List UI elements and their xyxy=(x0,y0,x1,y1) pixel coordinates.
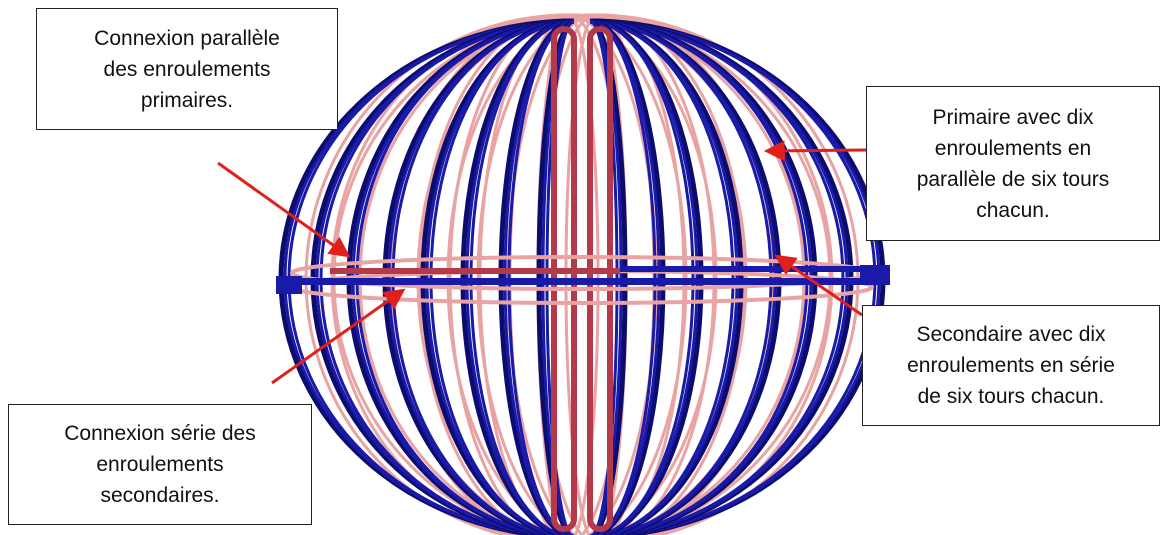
arrow-secondary-series xyxy=(271,288,406,385)
annotation-line: primaires. xyxy=(140,88,234,112)
annotation-line: des enroulements xyxy=(103,57,271,81)
annotation-line: Secondaire avec dix xyxy=(916,323,1106,346)
arrow-primary-parallel xyxy=(217,161,351,258)
primary-parallel-bus xyxy=(276,278,888,285)
annotation-line: parallèle de six tours xyxy=(916,167,1110,191)
annotation-line: de six tours chacun. xyxy=(917,385,1105,408)
annotation-line: enroulements en xyxy=(934,136,1092,160)
arrow-primary-winding xyxy=(763,140,867,162)
annotation-line: enroulements xyxy=(96,453,224,476)
annotation-primary-winding: Primaire avec dix enroulements en parall… xyxy=(866,86,1160,241)
annotation-line: enroulements en série xyxy=(907,354,1115,377)
annotation-line: secondaires. xyxy=(100,484,220,507)
annotation-primary-parallel: Connexion parallèle des enroulements pri… xyxy=(36,8,338,130)
winding-sphere xyxy=(276,13,890,535)
annotation-line: Connexion série des xyxy=(64,422,256,445)
terminal-lead xyxy=(860,265,890,285)
annotation-secondary-series: Connexion série des enroulements seconda… xyxy=(8,404,312,525)
arrow-group xyxy=(217,140,867,385)
secondary-series-bus xyxy=(330,268,620,274)
terminal-lead xyxy=(276,276,302,294)
annotation-line: chacun. xyxy=(976,198,1050,222)
annotation-line: Primaire avec dix xyxy=(932,105,1094,129)
primary-terminal-bus xyxy=(620,266,890,272)
annotation-line: Connexion parallèle xyxy=(94,26,280,50)
arrow-secondary-winding xyxy=(774,254,863,317)
annotation-secondary-winding: Secondaire avec dix enroulements en séri… xyxy=(862,305,1160,426)
